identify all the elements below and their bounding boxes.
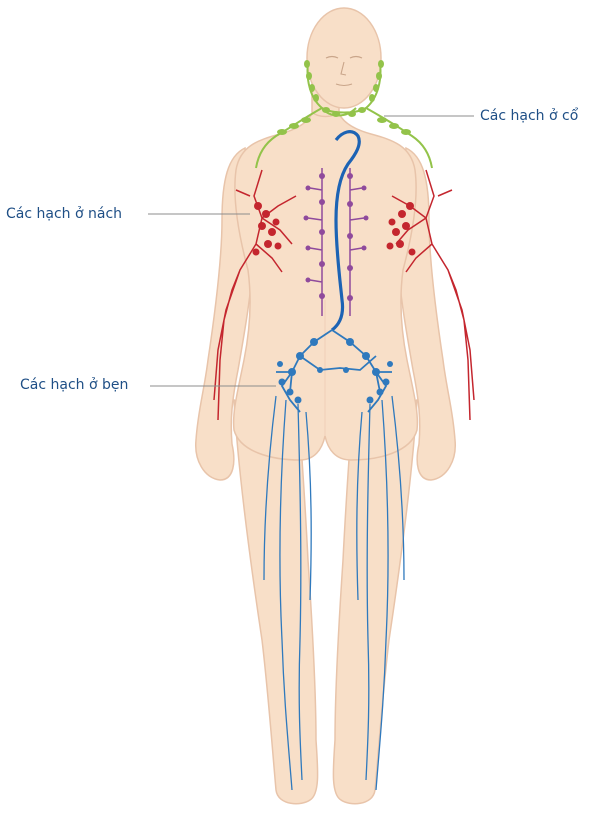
right-leg [333, 400, 417, 804]
human-body-figure [196, 8, 456, 804]
head [307, 8, 381, 108]
neck-nodes-label: Các hạch ở cổ [480, 108, 578, 124]
groin-nodes-label: Các hạch ở bẹn [20, 377, 128, 393]
left-leg [234, 400, 318, 804]
armpit-nodes-label: Các hạch ở nách [6, 206, 122, 222]
